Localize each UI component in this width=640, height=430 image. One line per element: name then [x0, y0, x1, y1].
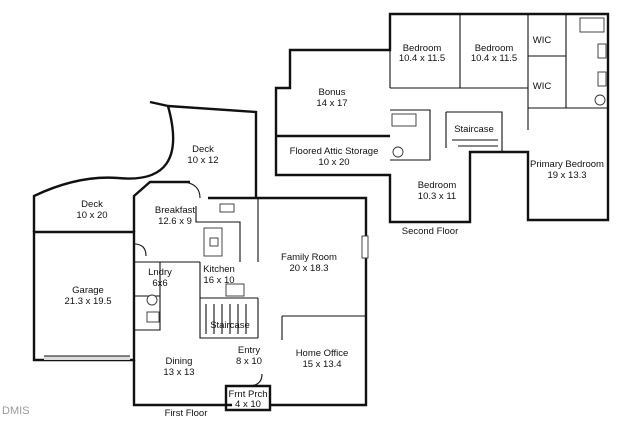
room-name: Lndry: [148, 267, 172, 278]
room-name: Kitchen: [203, 264, 235, 275]
room-size: 21.3 x 19.5: [64, 296, 111, 307]
first-floor-caption: First Floor: [165, 408, 208, 419]
room-size: 4 x 10: [235, 399, 261, 410]
room-name: Entry: [238, 345, 260, 356]
room-name: Deck: [192, 144, 214, 155]
room-size: 10.4 x 11.5: [399, 53, 445, 64]
front-door-swing: [247, 373, 263, 387]
room-size: 14 x 17: [316, 98, 347, 109]
primary-toilet-icon: [594, 94, 606, 106]
room-name: Frnt Prch: [228, 389, 267, 400]
front-porch-outline: [224, 384, 272, 412]
fireplace-icon: [361, 235, 369, 259]
room-size: 10 x 20: [318, 157, 349, 168]
room-name: Bedroom: [418, 180, 457, 191]
garage-door-swing: [133, 243, 147, 257]
first-floor-plan: [32, 100, 369, 412]
deck-door-swing: [183, 181, 201, 199]
toilet-icon: [392, 146, 404, 158]
room-size: 10.4 x 11.5: [471, 53, 517, 64]
room-size: 19 x 13.3: [547, 170, 586, 181]
room-size: 13 x 13: [163, 367, 194, 378]
primary-tub-icon: [579, 17, 605, 33]
room-name: Bonus: [319, 87, 346, 98]
room-size: 8 x 10: [236, 356, 262, 367]
primary-sink-icon: [597, 43, 607, 59]
room-name: Staircase: [210, 320, 250, 331]
second-floor-walls: [389, 13, 608, 161]
toilet-icon: [146, 294, 158, 306]
room-size: 15 x 13.4: [302, 359, 341, 370]
deck-left-outline: [32, 176, 119, 232]
room-name: Bedroom: [403, 43, 442, 54]
kitchen-counter-icon: [225, 283, 245, 297]
deck-upper-outline: [117, 100, 258, 198]
bathtub-icon: [391, 113, 417, 127]
primary-sink-icon: [597, 71, 607, 87]
room-name: WIC: [533, 35, 552, 46]
room-name: Deck: [81, 199, 103, 210]
room-name: Staircase: [454, 124, 494, 135]
room-size: 12.6 x 9: [158, 216, 192, 227]
room-size: 10.3 x 11: [418, 191, 456, 202]
staircase-second-treads: [452, 139, 498, 147]
room-name: Dining: [166, 356, 193, 367]
room-name: Floored Attic Storage: [290, 146, 379, 157]
room-size: 20 x 18.3: [289, 263, 328, 274]
second-floor-caption: Second Floor: [402, 226, 459, 237]
powder-sink-icon: [146, 311, 160, 323]
kitchen-sink-icon: [219, 203, 235, 213]
room-size: 10 x 20: [76, 210, 107, 221]
house-outline: [132, 180, 368, 407]
room-name: Home Office: [296, 348, 349, 359]
room-name: Family Room: [281, 252, 337, 263]
room-name: Garage: [72, 285, 104, 296]
room-size: 10 x 12: [187, 155, 218, 166]
interior-walls: [134, 198, 366, 340]
room-name: Primary Bedroom: [530, 159, 604, 170]
room-size: 6x6: [152, 278, 167, 289]
second-floor-plan: [274, 12, 610, 224]
staircase-first-treads: [205, 304, 247, 334]
room-size: 16 x 10: [203, 275, 234, 286]
second-floor-outline: [274, 12, 610, 224]
watermark-text: DMIS: [2, 405, 30, 417]
room-labels: Deck 10 x 12 Deck 10 x 20 Breakfast 12.6…: [64, 35, 604, 410]
room-name: WIC: [533, 81, 552, 92]
room-name: Bedroom: [475, 43, 514, 54]
room-name: Breakfast: [155, 205, 195, 216]
cooktop-icon: [209, 237, 219, 247]
